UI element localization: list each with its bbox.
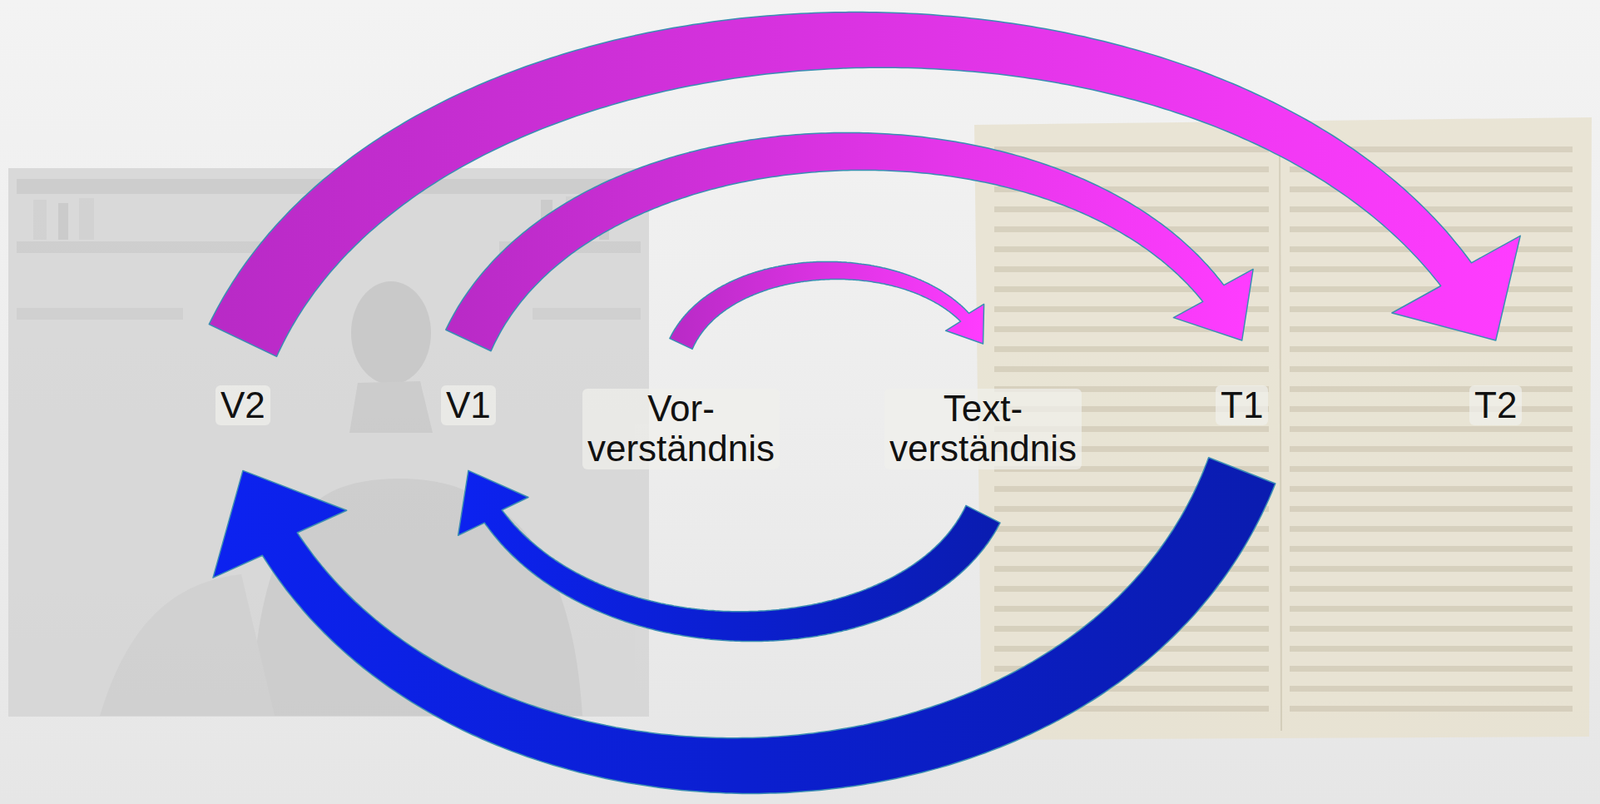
node-text: V2	[215, 385, 271, 426]
node-text: V1	[440, 385, 496, 426]
concept-node: V2	[205, 343, 281, 467]
concept-node: Vor- verständnis	[572, 346, 790, 511]
concept-node: T2	[1459, 343, 1532, 467]
concept-node: Text- verständnis	[874, 346, 1092, 511]
node-text: T1	[1215, 385, 1269, 426]
curved-arrow	[458, 470, 1001, 641]
concept-node: T1	[1205, 343, 1279, 467]
node-text: T2	[1469, 385, 1522, 426]
curved-arrow	[669, 261, 985, 349]
curved-arrow	[208, 12, 1521, 357]
curved-arrow	[213, 457, 1276, 794]
curved-arrow	[445, 132, 1254, 351]
node-text: Text- verständnis	[884, 388, 1082, 470]
concept-node: V1	[430, 343, 506, 467]
node-text: Vor- verständnis	[582, 388, 780, 470]
